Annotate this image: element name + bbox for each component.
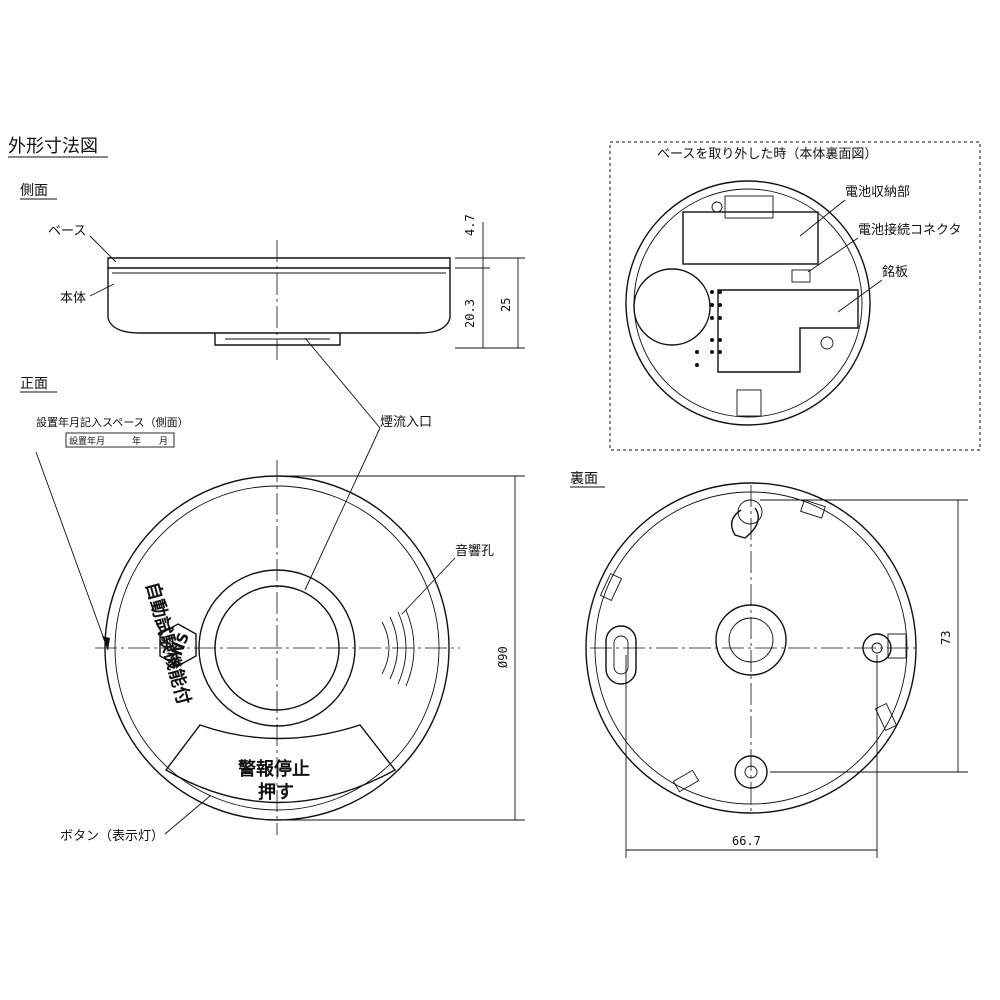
front-view-title: 正面 — [20, 376, 48, 392]
drawing-title: 外形寸法図 — [8, 136, 98, 157]
dim-back-height: 73 — [939, 631, 953, 645]
push-label: 押す — [258, 781, 294, 803]
dim-diameter: Ø90 — [496, 646, 510, 668]
back-removed-title: ベースを取り外した時（本体裏面図） — [657, 147, 877, 162]
back-removed-frame — [609, 141, 981, 451]
dim-base-height: 4.7 — [463, 214, 477, 236]
back-view: 73 66.7 — [585, 482, 968, 858]
label-sound-hole: 音響孔 — [455, 543, 494, 559]
alarm-stop-label: 警報停止 — [238, 758, 310, 780]
dim-body-height: 20.3 — [463, 299, 477, 328]
label-button: ボタン（表示灯） — [60, 829, 164, 844]
install-date-box: 設置年月 年 月 — [69, 435, 168, 447]
side-view: 4.7 20.3 25 — [107, 214, 525, 360]
label-install-date-space: 設置年月記入スペース（側面） — [36, 415, 189, 429]
label-body: 本体 — [60, 291, 86, 306]
dim-back-width: 66.7 — [732, 834, 761, 848]
label-battery-compartment: 電池収納部 — [845, 185, 910, 200]
label-nameplate: 銘板 — [882, 265, 908, 280]
back-removed-view — [625, 180, 871, 426]
label-base: ベース — [48, 224, 86, 239]
label-battery-connector: 電池接続コネクタ — [858, 222, 961, 238]
dim-total-height: 25 — [499, 298, 513, 312]
label-smoke-inlet: 煙流入口 — [380, 415, 432, 430]
back-view-title: 裏面 — [570, 470, 598, 487]
side-view-title: 側面 — [20, 183, 48, 199]
